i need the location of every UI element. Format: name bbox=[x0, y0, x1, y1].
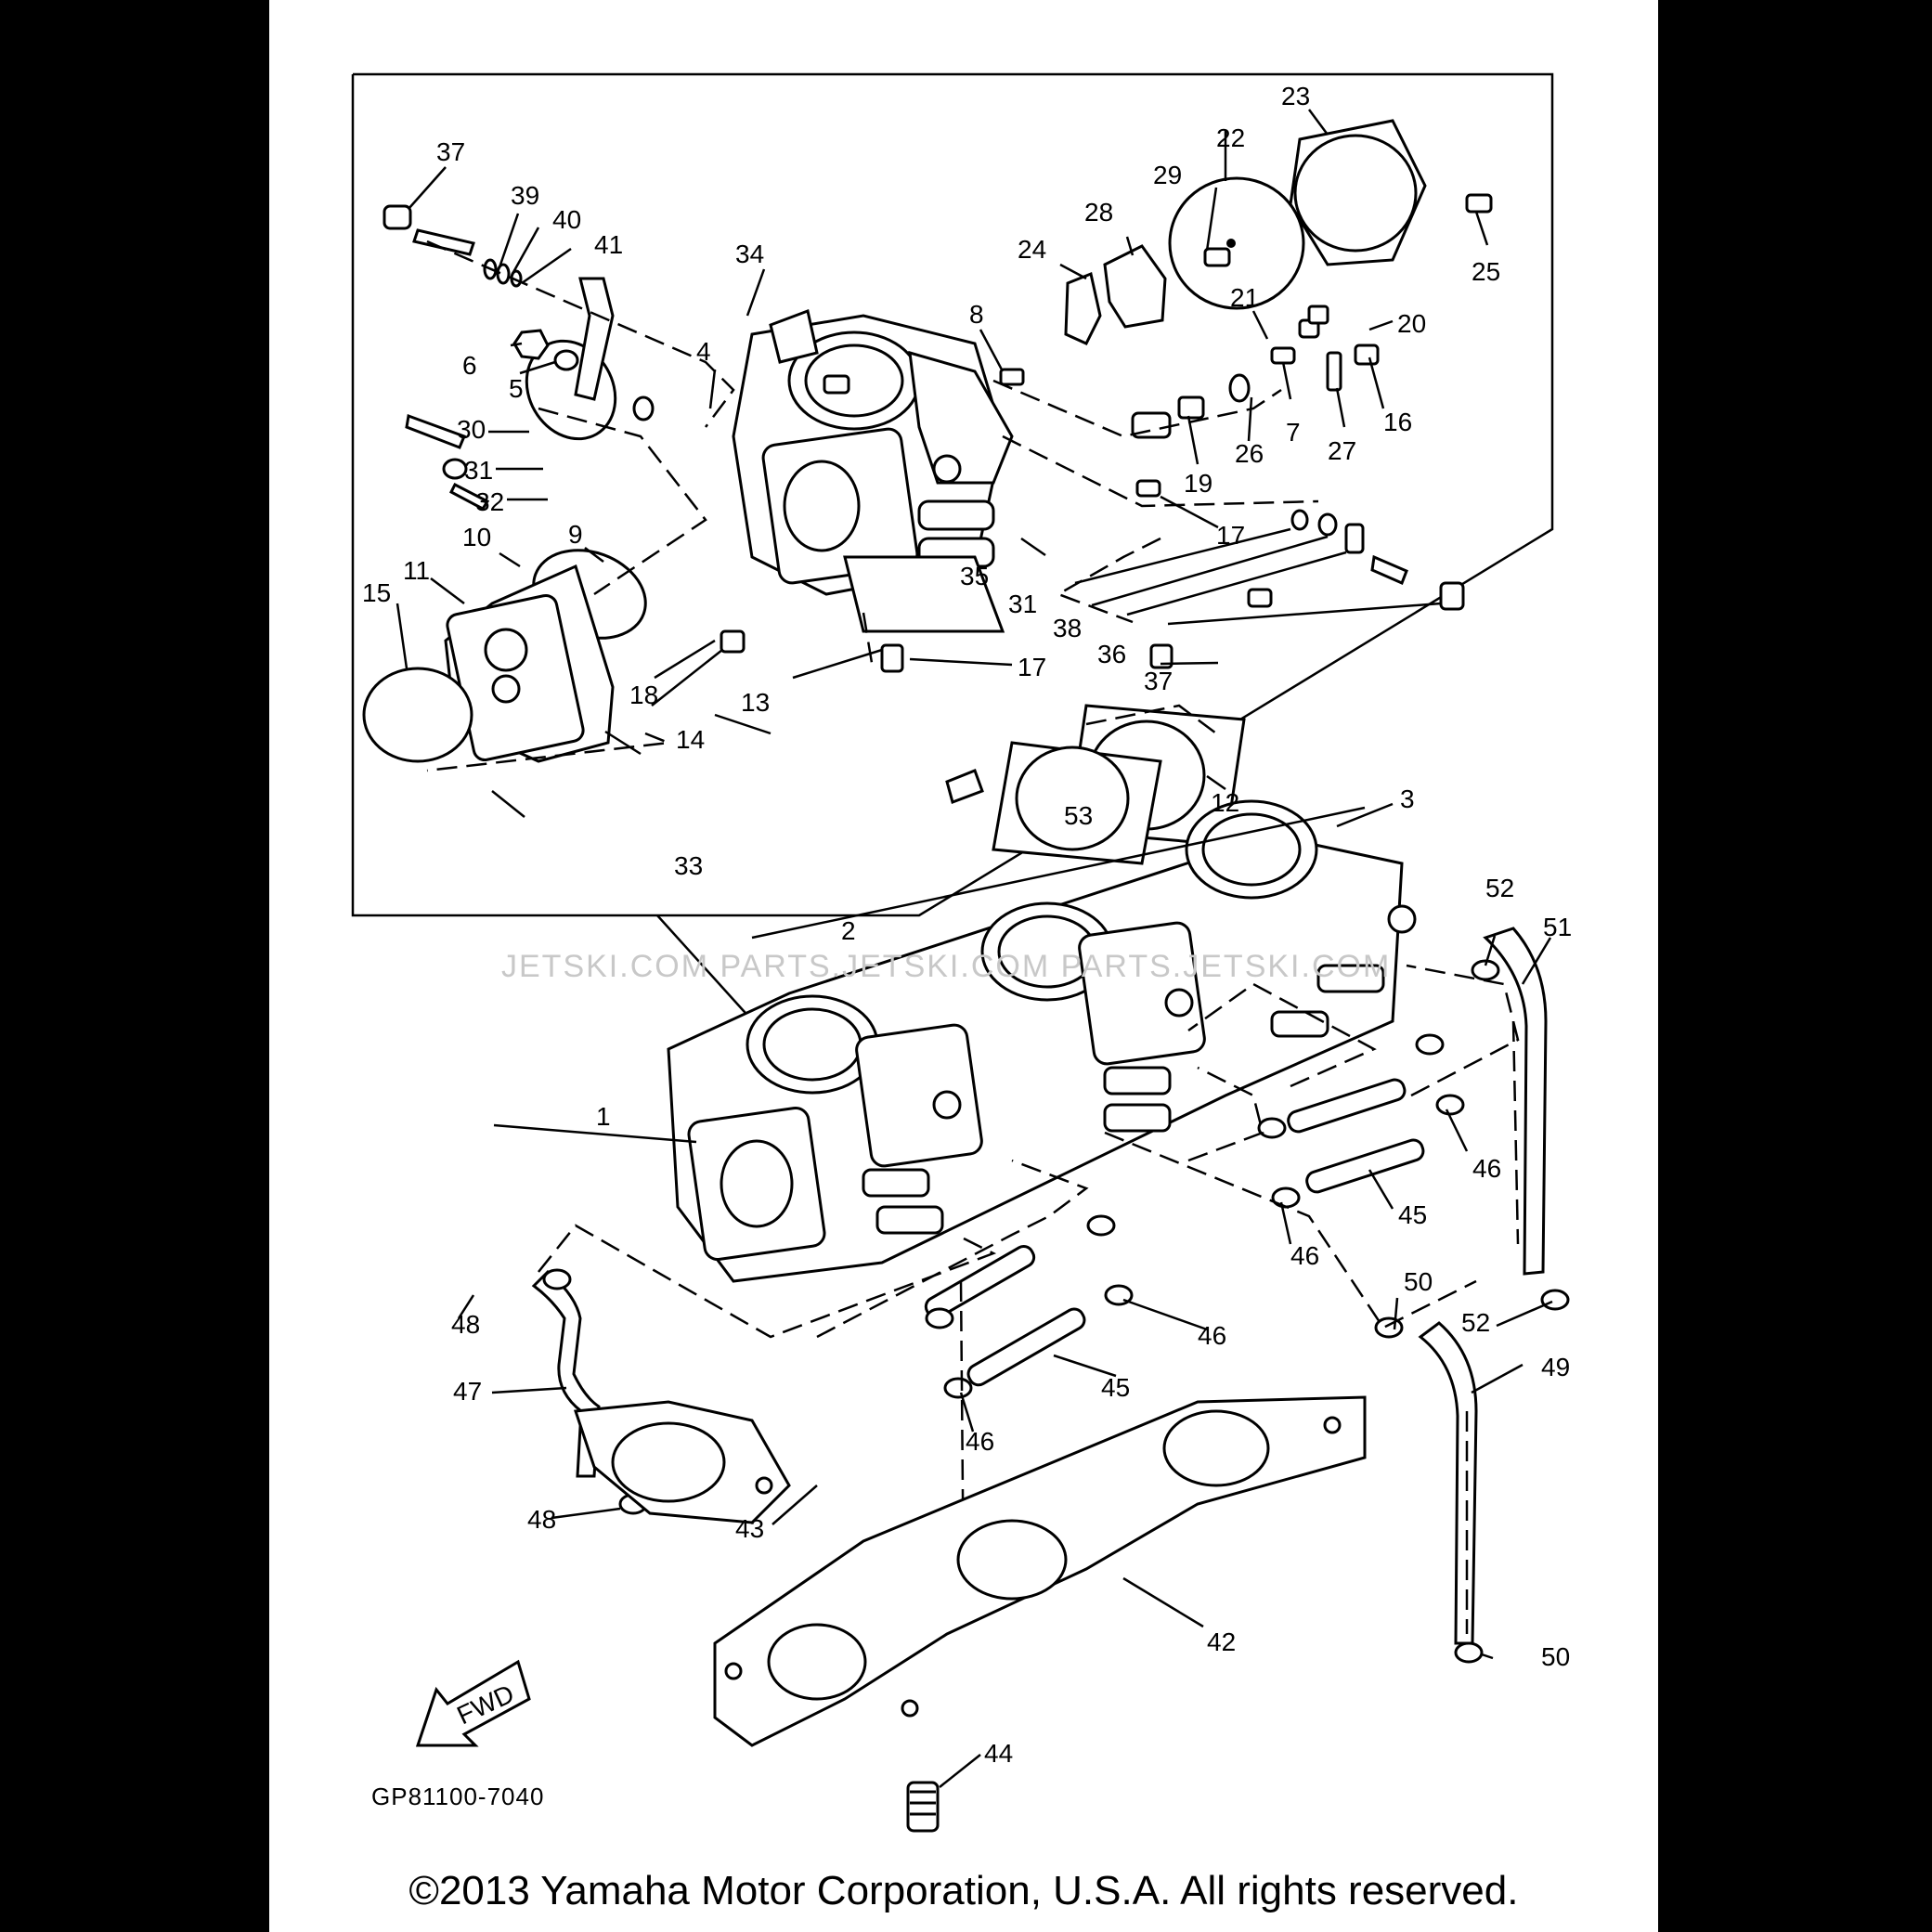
callout-25: 25 bbox=[1472, 257, 1500, 286]
callout-26: 26 bbox=[1235, 439, 1264, 468]
callout-52: 52 bbox=[1485, 874, 1514, 902]
callout-48: 48 bbox=[451, 1310, 480, 1339]
callout-6: 6 bbox=[462, 351, 477, 380]
callout-4: 4 bbox=[696, 337, 711, 366]
leader-lines bbox=[395, 109, 1553, 1788]
callout-46d: 46 bbox=[966, 1427, 994, 1456]
drawing-code: GP81100-7040 bbox=[371, 1783, 545, 1810]
callout-32: 32 bbox=[475, 487, 504, 516]
callout-31b: 31 bbox=[1008, 590, 1037, 618]
callout-49: 49 bbox=[1541, 1353, 1570, 1381]
carburetor-exploded-view: FWD JETSKI.COM PARTS.JETSKI.COM PARTS.JE… bbox=[351, 72, 1572, 1833]
callout-44: 44 bbox=[984, 1739, 1013, 1768]
callout-14: 14 bbox=[676, 725, 705, 754]
callout-51: 51 bbox=[1543, 913, 1572, 941]
callout-labels: 37 39 40 41 34 6 5 4 30 31 32 10 11 15 9… bbox=[362, 82, 1572, 1768]
callout-10: 10 bbox=[462, 523, 491, 551]
callout-46c: 46 bbox=[1198, 1321, 1226, 1350]
callout-9: 9 bbox=[568, 520, 583, 549]
callout-17b: 17 bbox=[1216, 521, 1245, 550]
callout-47: 47 bbox=[453, 1377, 482, 1406]
callout-1: 1 bbox=[596, 1102, 611, 1131]
callout-40: 40 bbox=[552, 205, 581, 234]
carburetor-assembly bbox=[667, 799, 1417, 1283]
callout-11: 11 bbox=[403, 556, 430, 585]
callout-16: 16 bbox=[1383, 408, 1412, 436]
callout-19: 19 bbox=[1184, 469, 1212, 498]
pump-cover bbox=[362, 564, 615, 763]
callout-42: 42 bbox=[1207, 1627, 1236, 1656]
callout-45b: 45 bbox=[1101, 1373, 1130, 1402]
callout-17: 17 bbox=[1018, 653, 1046, 681]
callout-50b: 50 bbox=[1541, 1642, 1570, 1671]
callout-46: 46 bbox=[1472, 1154, 1501, 1183]
callout-23: 23 bbox=[1281, 82, 1310, 110]
single-carburetor-detail bbox=[732, 308, 1014, 633]
callout-46b: 46 bbox=[1290, 1241, 1319, 1270]
callout-7: 7 bbox=[1286, 418, 1301, 447]
callout-45: 45 bbox=[1398, 1200, 1427, 1229]
callout-43: 43 bbox=[735, 1514, 764, 1543]
callout-35: 35 bbox=[960, 562, 989, 590]
callout-27: 27 bbox=[1328, 436, 1356, 465]
callout-41: 41 bbox=[594, 230, 623, 259]
callout-13: 13 bbox=[741, 688, 770, 717]
callout-22: 22 bbox=[1216, 123, 1245, 152]
parts-diagram-sheet: FWD JETSKI.COM PARTS.JETSKI.COM PARTS.JE… bbox=[269, 0, 1658, 1932]
callout-39: 39 bbox=[511, 181, 539, 210]
callout-53: 53 bbox=[1064, 801, 1093, 830]
callout-48b: 48 bbox=[527, 1505, 556, 1534]
callout-29: 29 bbox=[1153, 161, 1182, 189]
watermark: JETSKI.COM PARTS.JETSKI.COM PARTS.JETSKI… bbox=[501, 949, 1391, 984]
copyright-notice: ©2013 Yamaha Motor Corporation, U.S.A. A… bbox=[408, 1868, 1519, 1913]
callout-52b: 52 bbox=[1461, 1308, 1490, 1337]
callout-12: 12 bbox=[1211, 788, 1239, 817]
callout-21: 21 bbox=[1230, 283, 1259, 312]
callout-37b: 37 bbox=[1144, 667, 1173, 695]
callout-37: 37 bbox=[436, 137, 465, 166]
idle-screw-set bbox=[383, 204, 523, 288]
callout-30: 30 bbox=[457, 415, 486, 444]
callout-5: 5 bbox=[509, 374, 524, 403]
callout-2: 2 bbox=[841, 916, 856, 945]
callout-38: 38 bbox=[1053, 614, 1082, 642]
callout-33: 33 bbox=[674, 851, 703, 880]
callout-3: 3 bbox=[1400, 784, 1415, 813]
callout-31: 31 bbox=[464, 456, 493, 485]
callout-50: 50 bbox=[1404, 1267, 1433, 1296]
fwd-arrow: FWD bbox=[415, 1659, 531, 1747]
callout-36: 36 bbox=[1097, 640, 1126, 668]
callout-15: 15 bbox=[362, 578, 391, 607]
callout-28: 28 bbox=[1084, 198, 1113, 227]
callout-24: 24 bbox=[1018, 235, 1046, 264]
intake-manifold bbox=[713, 1395, 1367, 1747]
callout-18: 18 bbox=[629, 681, 658, 709]
callout-34: 34 bbox=[735, 240, 764, 268]
callout-8: 8 bbox=[969, 300, 984, 329]
callout-20: 20 bbox=[1397, 309, 1426, 338]
